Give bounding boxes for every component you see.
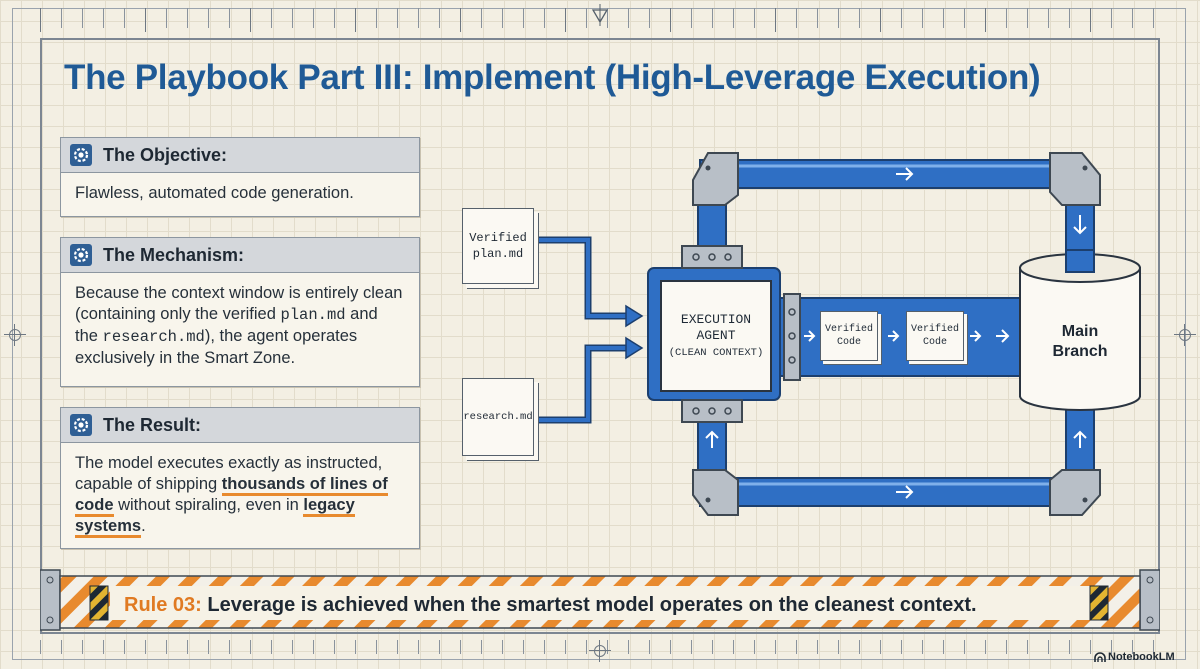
mechanism-text-part: and the — [75, 305, 378, 345]
result-card-header: The Result: — [61, 408, 419, 443]
objective-card: The Objective: Flawless, automated code … — [60, 137, 420, 217]
code-doc-line: Code — [836, 337, 861, 348]
result-text: The model executes exactly as instructed… — [61, 443, 419, 547]
result-text-part: The model executes exactly as instructed… — [75, 454, 383, 493]
result-text-part: without spiraling, even in — [113, 496, 304, 514]
code-doc-line: Code — [922, 337, 947, 348]
conveyor-clamp — [783, 293, 801, 381]
objective-heading: The Objective: — [103, 144, 228, 165]
main-branch-label: Main Branch — [1020, 322, 1140, 362]
gear-icon — [70, 414, 92, 436]
bottom-crosshair-icon — [589, 640, 611, 662]
brand-label: NotebookLM — [1108, 651, 1175, 663]
rule-text: Leverage is achieved when the smartest m… — [207, 594, 977, 616]
input-arrowheads — [625, 304, 644, 360]
doc-label-line: plan.md — [472, 247, 524, 261]
top-marker-icon — [591, 4, 609, 26]
input-pipes — [530, 236, 628, 424]
mechanism-card-header: The Mechanism: — [61, 238, 419, 273]
plan-md-code: plan.md — [280, 306, 346, 324]
mechanism-card: The Mechanism: Because the context windo… — [60, 237, 420, 387]
main-branch-line: Branch — [1052, 343, 1108, 360]
gear-icon — [70, 144, 92, 166]
agent-title-line: EXECUTION — [680, 312, 752, 327]
agent-subtitle: (CLEAN CONTEXT) — [668, 347, 764, 359]
execution-agent-box: EXECUTION AGENT (CLEAN CONTEXT) — [660, 280, 772, 392]
rule-statement: Rule 03: Leverage is achieved when the s… — [124, 594, 977, 617]
code-doc-line: Verified — [910, 324, 959, 335]
code-doc-line: Verified — [824, 324, 873, 335]
pipe-joints — [692, 152, 1101, 516]
highlight-legacy-systems: legacy systems — [75, 496, 355, 538]
verified-plan-doc: Verified plan.md — [462, 208, 534, 284]
right-crosshair-icon — [1174, 324, 1196, 346]
research-doc: research.md — [462, 378, 534, 456]
result-card: The Result: The model executes exactly a… — [60, 407, 420, 549]
main-branch-cylinder — [1019, 249, 1141, 411]
mechanism-text-part: ), the agent operates exclusively in the… — [75, 327, 358, 367]
result-heading: The Result: — [103, 414, 202, 435]
objective-card-header: The Objective: — [61, 138, 419, 173]
output-conveyor — [779, 297, 1021, 377]
result-text-part: . — [141, 517, 146, 535]
main-branch-line: Main — [1061, 323, 1099, 340]
mechanism-heading: The Mechanism: — [103, 244, 245, 265]
research-md-code: research.md — [102, 328, 205, 346]
objective-text: Flawless, automated code generation. — [75, 184, 354, 202]
agent-title-line: AGENT — [696, 328, 736, 343]
mechanism-text: Because the context window is entirely c… — [61, 273, 419, 379]
notebooklm-logo-icon — [1094, 652, 1106, 662]
joint-bolts — [705, 165, 1088, 503]
doc-label-line: Verified — [469, 231, 527, 245]
flow-arrows — [705, 167, 1087, 499]
conveyor-arrows — [804, 329, 1010, 343]
page-title: The Playbook Part III: Implement (High-L… — [64, 58, 1041, 97]
agent-top-clamp — [681, 245, 743, 269]
left-crosshair-icon — [4, 324, 26, 346]
gear-icon — [70, 244, 92, 266]
agent-bottom-clamp — [681, 399, 743, 423]
highlight-thousands-lines: thousands of lines of code — [75, 475, 388, 517]
rule-banner — [40, 569, 1160, 631]
mechanism-text-part: Because the context window is entirely c… — [75, 284, 403, 323]
rule-number: Rule 03: — [124, 594, 202, 616]
inner-frame — [40, 38, 1160, 634]
